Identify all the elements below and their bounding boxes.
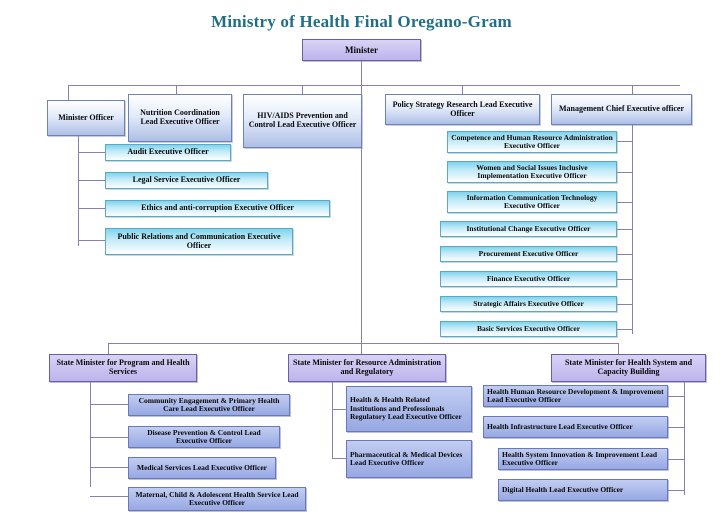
connector-to-finance (617, 279, 632, 280)
connector-to-health-human-resource (668, 396, 684, 397)
connector-to-strategic-affairs (617, 304, 632, 305)
node-competence-human-resource-admin[interactable]: Competence and Human Resource Administra… (447, 131, 617, 153)
node-health-human-resource-development[interactable]: Health Human Resource Development & Impr… (483, 385, 668, 407)
connector-to-medical-services (90, 467, 128, 468)
node-institutional-change[interactable]: Institutional Change Executive Officer (440, 221, 617, 237)
connector-to-community-engagement (90, 404, 128, 405)
connector-to-pharmaceutical-devices (332, 458, 346, 459)
connector-to-maternal-child (90, 496, 128, 497)
node-women-social-issues-inclusive[interactable]: Women and Social Issues Inclusive Implem… (447, 161, 617, 183)
node-ethics-anti-corruption-executive-officer[interactable]: Ethics and anti-corruption Executive Off… (105, 200, 330, 217)
connector-drop-state-health-system (618, 343, 619, 355)
node-digital-health-lead[interactable]: Digital Health Lead Executive Officer (498, 479, 668, 501)
connector-drop-nutrition (176, 85, 177, 94)
node-minister-officer[interactable]: Minister Officer (47, 100, 125, 136)
connector-to-institutional-change (617, 229, 632, 230)
node-medical-services-lead[interactable]: Medical Services Lead Executive Officer (128, 457, 276, 479)
connector-minister-spine (361, 61, 362, 343)
node-public-relations-communication-executive-officer[interactable]: Public Relations and Communication Execu… (105, 228, 293, 255)
node-state-minister-resource-admin[interactable]: State Minister for Resource Administrati… (288, 354, 446, 382)
node-hiv-aids-prevention[interactable]: HIV/AIDS Prevention and Control Lead Exe… (243, 94, 362, 148)
node-nutrition-coordination[interactable]: Nutrition Coordination Lead Executive Of… (128, 94, 232, 142)
node-finance[interactable]: Finance Executive Officer (440, 271, 617, 287)
connector-to-ethics (78, 208, 105, 209)
node-health-infrastructure-lead[interactable]: Health Infrastructure Lead Executive Off… (483, 416, 668, 438)
page-title: Ministry of Health Final Oregano-Gram (211, 12, 512, 31)
connector-management-chief-spine (632, 125, 633, 334)
connector-to-health-infrastructure (668, 427, 684, 428)
connector-to-audit (78, 152, 105, 153)
node-health-related-institutions-regulatory[interactable]: Health & Health Related Institutions and… (346, 386, 472, 432)
connector-to-health-related-institutions (332, 409, 346, 410)
connector-level1-bus (68, 85, 680, 86)
connector-to-procurement (617, 254, 632, 255)
connector-drop-state-resource (361, 343, 362, 355)
connector-to-competence-hr (617, 141, 632, 142)
connector-drop-minister-officer (68, 85, 69, 107)
node-community-engagement-primary-health[interactable]: Community Engagement & Primary Health Ca… (128, 394, 290, 416)
node-state-minister-program-health[interactable]: State Minister for Program and Health Se… (49, 354, 197, 382)
connector-drop-hiv (302, 85, 303, 94)
connector-to-public-relations (78, 240, 105, 241)
node-procurement[interactable]: Procurement Executive Officer (440, 246, 617, 262)
connector-health-system-spine (684, 382, 685, 495)
connector-minister-officer-spine (78, 136, 79, 246)
node-information-communication-technology[interactable]: Information Communication Technology Exe… (447, 191, 617, 213)
node-pharmaceutical-medical-devices[interactable]: Pharmaceutical & Medical Devices Lead Ex… (346, 440, 472, 478)
connector-to-health-system-innovation (668, 459, 684, 460)
connector-to-basic-services (617, 329, 632, 330)
node-legal-service-executive-officer[interactable]: Legal Service Executive Officer (105, 172, 268, 189)
node-basic-services[interactable]: Basic Services Executive Officer (440, 321, 617, 337)
node-maternal-child-adolescent-health[interactable]: Maternal, Child & Adolescent Health Serv… (128, 487, 306, 511)
node-audit-executive-officer[interactable]: Audit Executive Officer (105, 144, 231, 161)
node-management-chief[interactable]: Management Chief Executive officer (551, 94, 692, 125)
node-disease-prevention-control[interactable]: Disease Prevention & Control Lead Execut… (128, 426, 280, 448)
connector-drop-state-program (108, 343, 109, 355)
connector-program-health-spine (90, 382, 91, 487)
node-policy-strategy-research[interactable]: Policy Strategy Research Lead Executive … (385, 94, 540, 125)
connector-to-digital-health (668, 490, 684, 491)
connector-state-minister-bus (108, 343, 618, 344)
connector-drop-management (632, 85, 633, 94)
node-minister[interactable]: Minister (302, 39, 421, 61)
connector-resource-admin-spine (332, 382, 333, 458)
node-state-minister-health-system[interactable]: State Minister for Health System and Cap… (551, 354, 706, 382)
connector-to-women-social (617, 172, 632, 173)
node-strategic-affairs[interactable]: Strategic Affairs Executive Officer (440, 296, 617, 312)
node-health-system-innovation[interactable]: Health System Innovation & Improvement L… (498, 448, 668, 470)
connector-drop-policy (462, 85, 463, 94)
connector-to-ict (617, 202, 632, 203)
connector-to-legal (78, 180, 105, 181)
connector-to-disease-prevention (90, 437, 128, 438)
